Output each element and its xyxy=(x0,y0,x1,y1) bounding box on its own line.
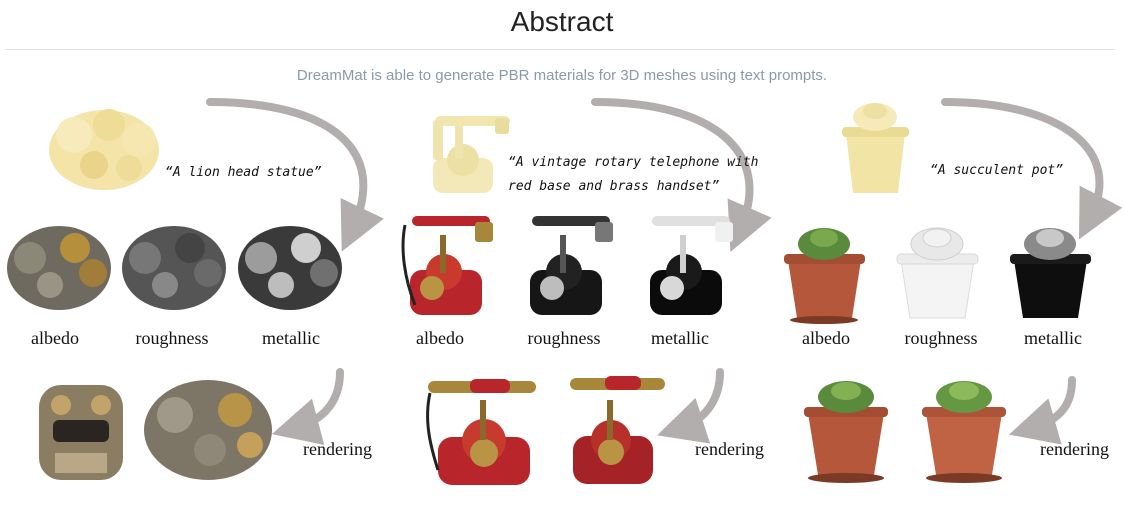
prompt-text-2b: red base and brass handset” xyxy=(508,179,720,194)
pot-metallic-image xyxy=(1010,228,1091,318)
label-metallic-3: metallic xyxy=(1024,328,1082,348)
label-roughness-3: roughness xyxy=(904,328,978,348)
curved-arrow-1 xyxy=(206,98,384,252)
lion-roughness-image xyxy=(122,226,226,310)
label-roughness-1: roughness xyxy=(135,328,209,348)
rendering-label-1: rendering xyxy=(303,439,372,459)
rendering-arrow-2 xyxy=(657,368,724,444)
prompt-text-1: “A lion head statue” xyxy=(165,165,322,180)
pot-mesh-image xyxy=(842,103,909,193)
pot-albedo-image xyxy=(784,228,865,324)
pot-roughness-image xyxy=(896,227,979,319)
label-metallic-2: metallic xyxy=(651,328,709,348)
telephone-roughness-image xyxy=(530,216,613,315)
rendering-label-2: rendering xyxy=(695,439,764,459)
rendering-label-3: rendering xyxy=(1040,439,1109,459)
rendering-arrow-1 xyxy=(271,368,344,445)
lion-metallic-image xyxy=(238,226,342,310)
prompt-text-2a: “A vintage rotary telephone with xyxy=(508,155,759,170)
curved-arrow-2 xyxy=(591,98,772,252)
abstract-subtitle: DreamMat is able to generate PBR materia… xyxy=(296,67,828,84)
lion-render-side-image xyxy=(144,380,272,480)
telephone-mesh-image xyxy=(433,116,510,193)
telephone-render-1-image xyxy=(426,379,536,485)
rendering-arrow-3 xyxy=(1008,376,1076,445)
prompt-text-3: “A succulent pot” xyxy=(930,163,1064,178)
page-title: Abstract xyxy=(510,6,614,37)
pot-render-1-image xyxy=(804,381,888,483)
lion-albedo-image xyxy=(7,226,111,310)
curved-arrow-3 xyxy=(941,98,1123,240)
lion-mesh-image xyxy=(49,109,159,190)
label-metallic-1: metallic xyxy=(262,328,320,348)
pot-render-2-image xyxy=(922,381,1006,483)
label-roughness-2: roughness xyxy=(527,328,601,348)
title-divider xyxy=(5,49,1115,50)
telephone-metallic-image xyxy=(650,216,733,315)
arrows-layer xyxy=(206,98,1123,445)
label-albedo-3: albedo xyxy=(802,328,850,348)
teaser-figure: “A lion head statue” albedo roughness me… xyxy=(0,90,1124,515)
telephone-render-2-image xyxy=(570,376,665,484)
lion-render-front-image xyxy=(39,385,123,480)
telephone-albedo-image xyxy=(401,216,493,315)
label-albedo-2: albedo xyxy=(416,328,464,348)
label-albedo-1: albedo xyxy=(31,328,79,348)
